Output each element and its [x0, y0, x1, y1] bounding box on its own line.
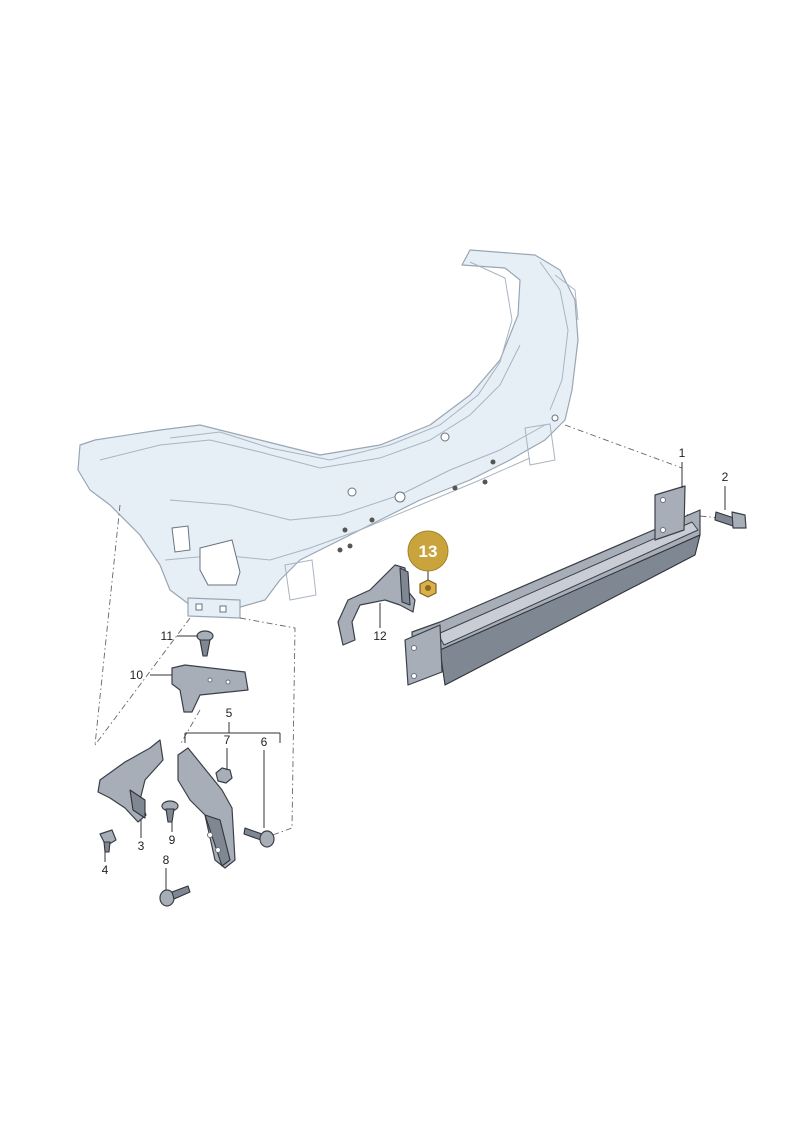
part-2-bolt [714, 511, 747, 529]
callout-7: 7 [224, 733, 231, 747]
callout-13: 13 [419, 542, 438, 561]
part-8-screw [159, 885, 191, 907]
part-11-clip [196, 630, 214, 657]
callout-13-highlight: 13 [407, 530, 449, 572]
callout-10: 10 [130, 668, 144, 682]
callout-11: 11 [161, 629, 174, 643]
part-3-left-guide [97, 739, 164, 823]
part-12-bracket [337, 564, 416, 646]
part-7-nut [215, 767, 233, 784]
callout-8: 8 [163, 853, 170, 867]
callout-6: 6 [261, 735, 268, 749]
part-10-guide-bracket [171, 664, 249, 713]
callout-9: 9 [169, 833, 176, 847]
leader-lines [104, 462, 726, 890]
callout-3: 3 [138, 839, 145, 853]
callout-5: 5 [226, 706, 233, 720]
part-1-bumper-beam [404, 485, 701, 686]
part-4-clip [99, 829, 117, 853]
part-9-clip [161, 800, 179, 823]
callout-labels: 1 2 3 4 5 6 7 8 9 10 11 12 [102, 446, 729, 877]
part-13-nut [419, 579, 437, 598]
callout-1: 1 [679, 446, 686, 460]
rear-body-panel [77, 249, 579, 619]
part-6-screw [243, 827, 275, 848]
callout-2: 2 [722, 470, 729, 484]
callout-12: 12 [373, 629, 387, 643]
part-5-guide [177, 747, 236, 869]
callout-4: 4 [102, 863, 109, 877]
